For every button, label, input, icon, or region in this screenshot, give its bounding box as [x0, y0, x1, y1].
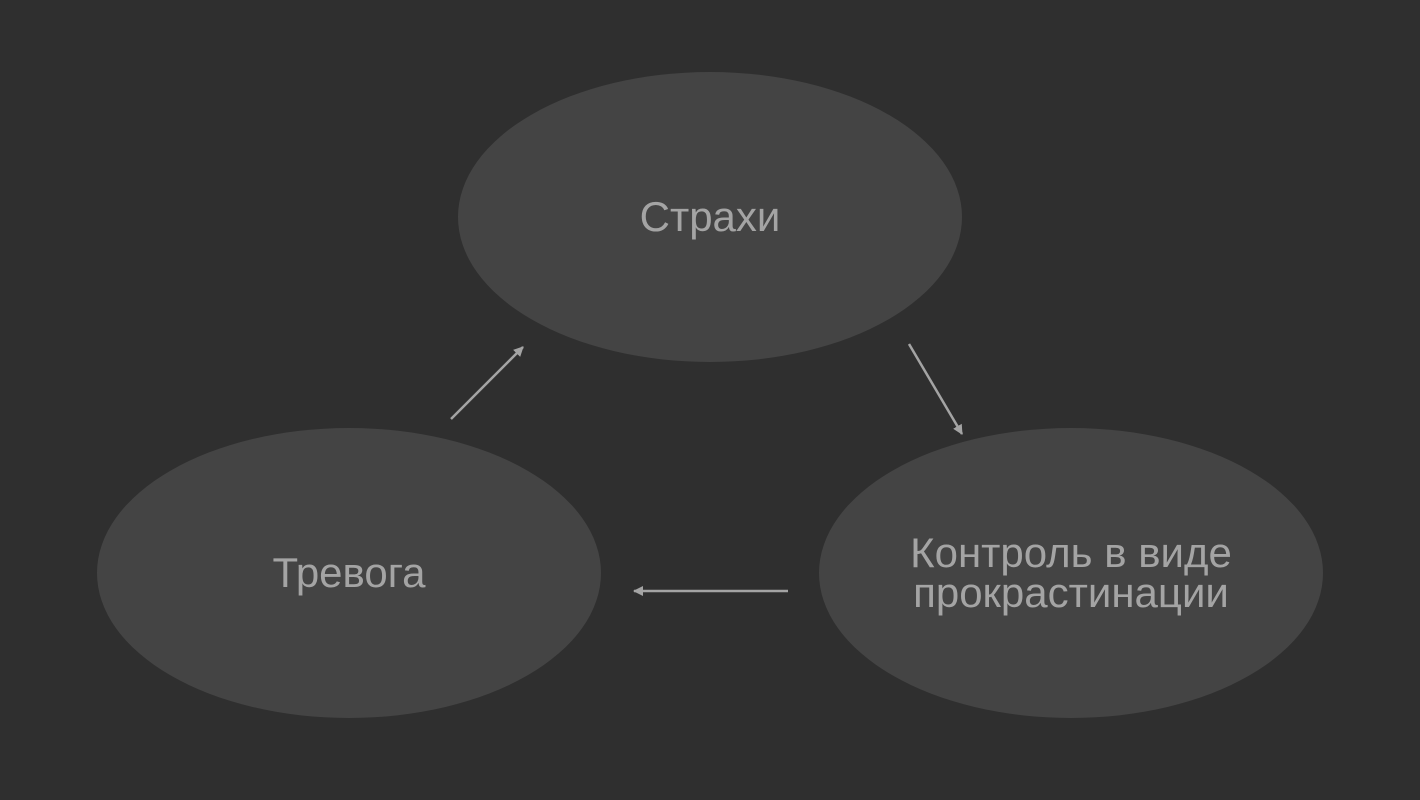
node-control-shape [819, 428, 1323, 718]
node-anxiety-label: Тревога [272, 549, 426, 596]
node-fears-shape [458, 72, 962, 362]
arrow-anxiety-to-fears [450, 346, 524, 420]
node-fears-label: Страхи [639, 193, 781, 240]
node-anxiety-shape [97, 428, 601, 718]
node-control-label: Контроль в виде прокрастинации [910, 529, 1232, 616]
arrow-fears-to-control [907, 343, 964, 435]
